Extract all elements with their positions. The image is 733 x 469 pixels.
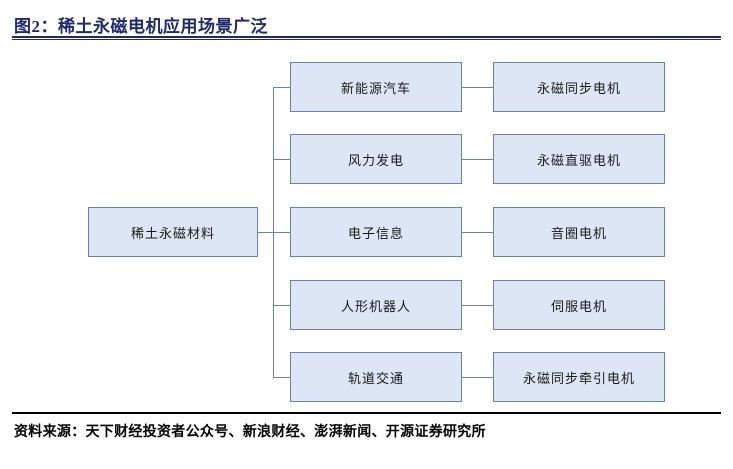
node-root-material: 稀土永磁材料	[88, 207, 258, 257]
node-motor-pm-synchronous-traction: 永磁同步牵引电机	[493, 352, 665, 402]
node-motor-voice-coil: 音圈电机	[493, 207, 665, 257]
connector-branch-3-to-motor-3	[462, 232, 493, 233]
node-motor-servo: 伺服电机	[493, 280, 665, 330]
footer-rule	[12, 412, 721, 414]
connector-branch-2-to-motor-2	[462, 159, 493, 160]
node-application-new-energy-vehicle: 新能源汽车	[290, 62, 462, 112]
connector-trunk-to-branch-2	[273, 159, 290, 160]
connector-trunk-to-branch-4	[273, 305, 290, 306]
connector-branch-4-to-motor-4	[462, 305, 493, 306]
connector-trunk-to-branch-1	[273, 87, 290, 88]
node-motor-pm-synchronous: 永磁同步电机	[493, 62, 665, 112]
node-application-humanoid-robot: 人形机器人	[290, 280, 462, 330]
connector-root-to-trunk	[258, 232, 274, 233]
page-title: 图2：稀土永磁电机应用场景广泛	[14, 17, 268, 36]
title-rule-thick	[12, 36, 721, 38]
connector-trunk-to-branch-5	[273, 377, 290, 378]
title-rule-thin	[12, 39, 721, 40]
connector-trunk-to-branch-3	[273, 232, 290, 233]
connector-branch-1-to-motor-1	[462, 87, 493, 88]
node-motor-pm-direct-drive: 永磁直驱电机	[493, 134, 665, 184]
node-application-wind-power: 风力发电	[290, 134, 462, 184]
node-application-rail-transit: 轨道交通	[290, 352, 462, 402]
node-application-electronic-information: 电子信息	[290, 207, 462, 257]
connector-branch-5-to-motor-5	[462, 377, 493, 378]
source-note: 资料来源：天下财经投资者公众号、新浪财经、澎湃新闻、开源证券研究所	[14, 425, 486, 440]
